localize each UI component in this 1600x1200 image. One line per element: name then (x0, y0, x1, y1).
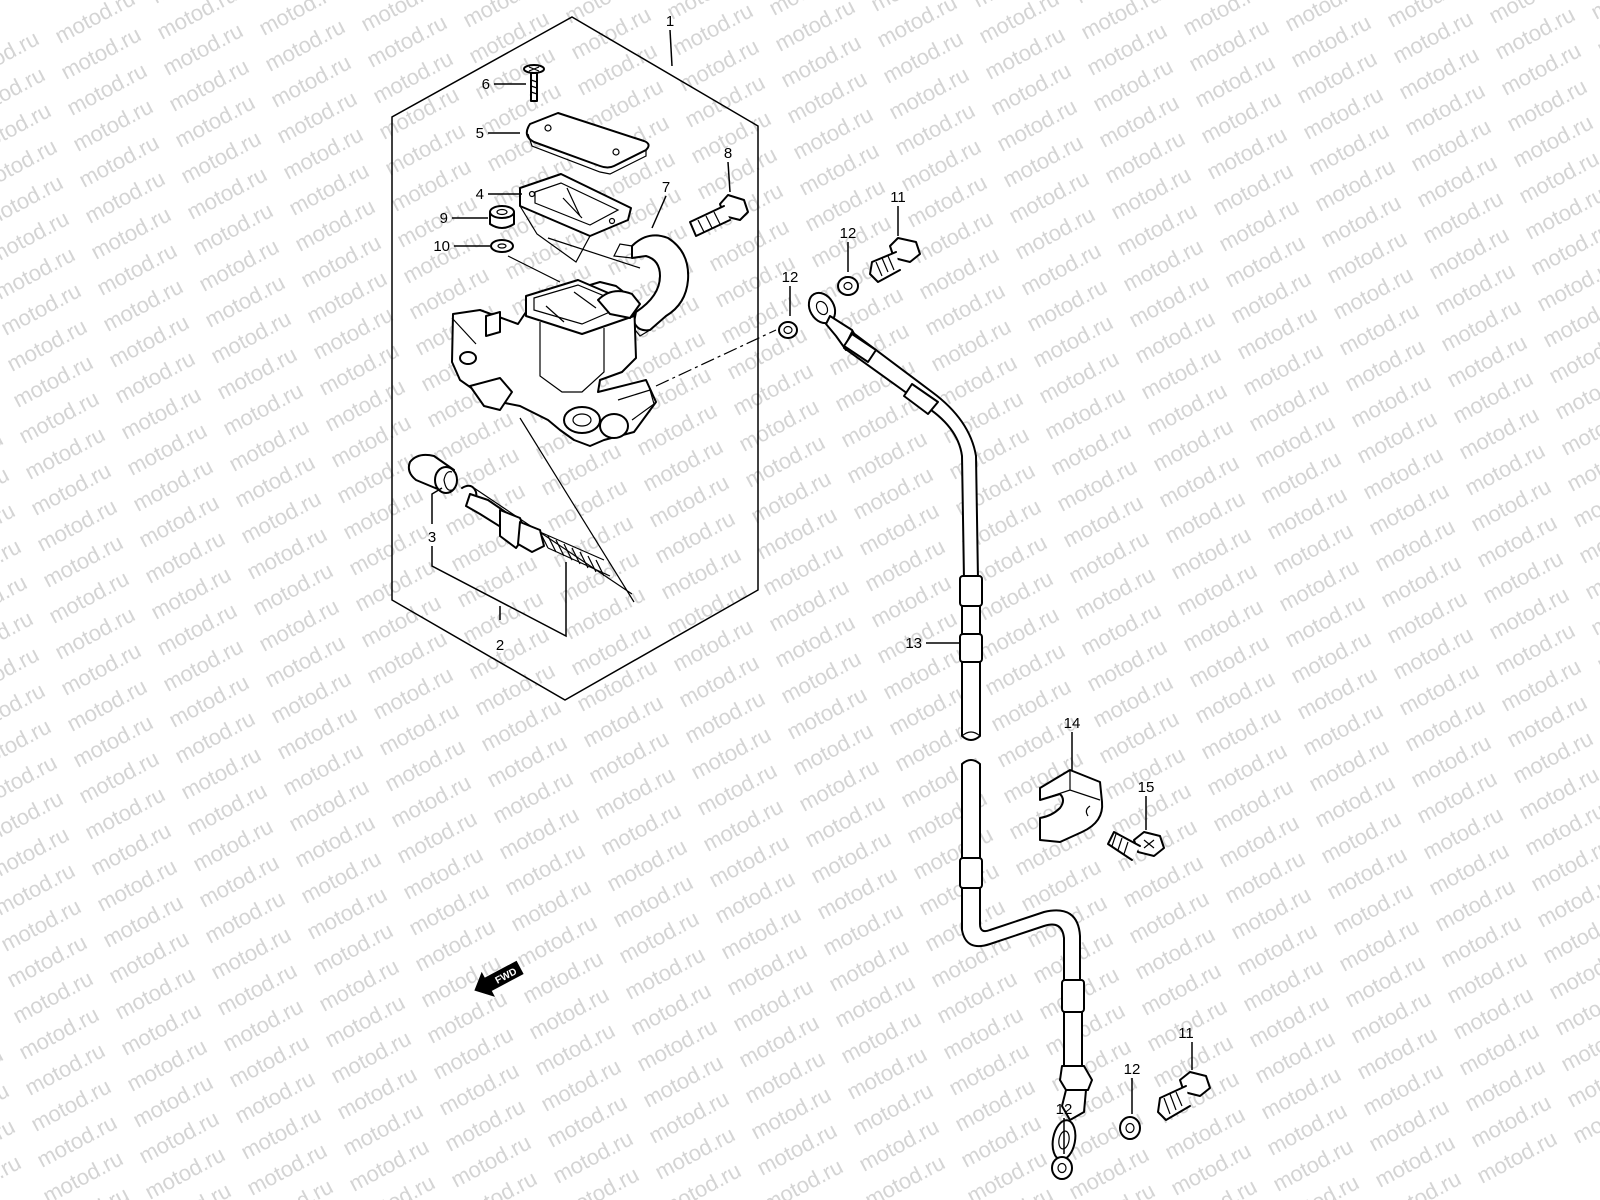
callout-4: 4 (476, 186, 484, 203)
callout-11a: 11 (890, 189, 906, 206)
brake-hose-part-13 (843, 331, 1093, 1121)
callout-6: 6 (482, 76, 490, 93)
guide-line-e (547, 237, 641, 269)
callout-13: 13 (905, 635, 922, 652)
guide-line-b (507, 255, 561, 283)
leader-1 (669, 29, 673, 67)
watermark-text: motod.ru (0, 1150, 25, 1200)
callout-14: 14 (1064, 715, 1081, 732)
leader-3 (431, 487, 443, 524)
washer-part-10 (490, 239, 514, 253)
guide-line-dash (655, 329, 777, 387)
washer-part-12-upper-right (837, 276, 859, 296)
leader-7 (651, 195, 667, 229)
callout-8: 8 (724, 145, 732, 162)
master-cylinder-body (451, 279, 657, 447)
callout-15: 15 (1138, 779, 1155, 796)
callout-11b: 11 (1178, 1025, 1194, 1042)
washer-part-12-lower-left (1051, 1156, 1073, 1180)
reservoir-cap-part-5 (525, 112, 650, 175)
guide-line-a (451, 317, 477, 345)
screw-part-6 (523, 64, 545, 102)
leader-2-bracket (431, 546, 567, 638)
bolt-part-15 (1107, 831, 1165, 861)
piston-kit (407, 453, 611, 577)
washer-part-12-lower-right (1119, 1116, 1141, 1140)
watermark-text: motod.ru (1587, 0, 1600, 24)
boot-part-9 (489, 205, 515, 229)
guide-line-d (473, 487, 633, 595)
banjo-bolt-part-11-upper (869, 237, 921, 283)
hose-clamp-part-14 (1039, 769, 1104, 843)
leader-8 (727, 161, 731, 193)
callout-5: 5 (476, 125, 484, 142)
callout-7: 7 (662, 179, 670, 196)
callout-9: 9 (440, 210, 448, 227)
callout-12d: 12 (1124, 1061, 1141, 1078)
callout-10: 10 (433, 238, 450, 255)
guide-line-c (519, 417, 635, 603)
callout-1: 1 (666, 13, 674, 30)
callout-12a: 12 (782, 269, 799, 286)
callout-2: 2 (496, 637, 504, 654)
callout-12c: 12 (1056, 1101, 1073, 1118)
banjo-bolt-part-11-lower (1157, 1071, 1211, 1121)
assembly-outline (391, 16, 759, 701)
callout-12b: 12 (840, 225, 857, 242)
bolt-part-8 (689, 194, 749, 237)
washer-part-12-upper-left (778, 321, 798, 339)
callout-3: 3 (428, 529, 436, 546)
